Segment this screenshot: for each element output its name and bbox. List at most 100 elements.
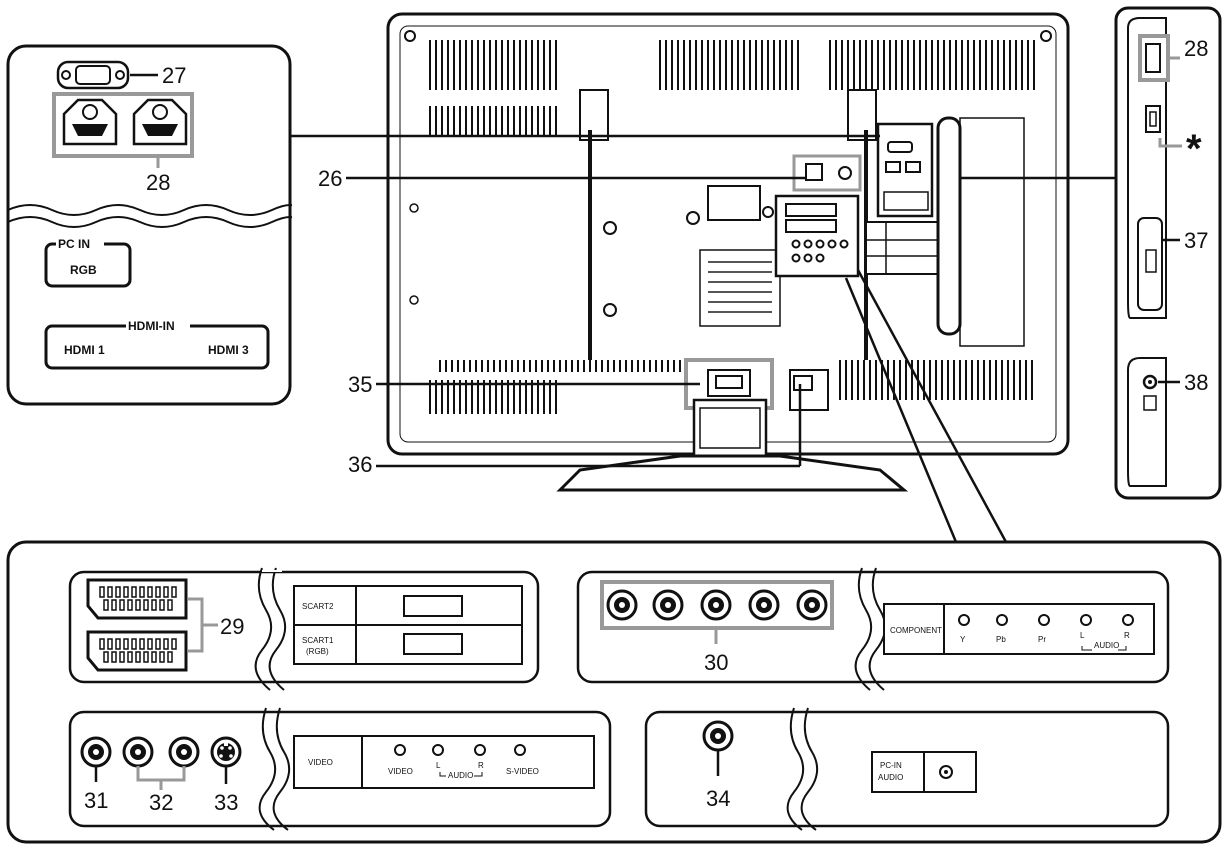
s-video-jack xyxy=(210,736,242,768)
callout-31: 31 xyxy=(84,788,108,813)
scart-pin xyxy=(107,638,113,650)
scart-pin xyxy=(159,651,165,663)
side-usb-port xyxy=(1145,105,1161,133)
hdmi1-label: HDMI 1 xyxy=(64,343,105,357)
av-label-box xyxy=(293,735,595,789)
callout-37: 37 xyxy=(1184,228,1208,253)
scart-port-2 xyxy=(86,578,188,620)
stand-bracket xyxy=(847,89,877,141)
scart-pin xyxy=(135,599,141,611)
side-panel-slot xyxy=(936,116,962,336)
callout-27: 27 xyxy=(162,63,186,88)
antenna-port xyxy=(805,163,823,181)
s-video-label: S-VIDEO xyxy=(506,767,539,776)
ci-slot xyxy=(1137,217,1163,311)
video-jack xyxy=(80,736,112,768)
rca-jack-mini xyxy=(803,253,813,263)
av-l-label: L xyxy=(436,761,441,770)
rca-jack-mini xyxy=(791,239,801,249)
component-mini-jacks xyxy=(958,614,1134,626)
component-mini-jack xyxy=(958,614,970,626)
ventilation-slots xyxy=(429,40,1035,414)
vga-port-inner xyxy=(75,65,111,85)
hdmi-port-mini xyxy=(885,161,901,173)
antenna-terminal-icon xyxy=(838,166,852,180)
audio-l-jack xyxy=(122,736,154,768)
stand-neck xyxy=(692,398,768,458)
corner-screw xyxy=(409,203,419,213)
scart-pin xyxy=(151,651,157,663)
callout-32: 32 xyxy=(149,790,173,815)
headphone-icon xyxy=(1143,395,1157,411)
headphone-jack-inner xyxy=(1148,380,1152,384)
cable-holder xyxy=(707,369,751,397)
scart-pin xyxy=(167,651,173,663)
scart-pin xyxy=(111,599,117,611)
vga-port-mini xyxy=(887,141,913,153)
scart-pin xyxy=(111,651,117,663)
hdmi3-label: HDMI 3 xyxy=(208,343,249,357)
scart-pin xyxy=(163,586,169,598)
scart-pin xyxy=(119,599,125,611)
hdmi-port-mini xyxy=(905,161,921,173)
video-title-label: VIDEO xyxy=(308,758,333,767)
av-detail-panel: 31 32 33 VIDEO VIDEO L R AUDIO S-VIDEO xyxy=(68,707,612,831)
scart-pin xyxy=(155,638,161,650)
pc-audio-detail-panel: 34 PC-IN AUDIO xyxy=(644,707,1170,831)
component-label-box xyxy=(883,603,1155,655)
wall-mount-hole xyxy=(686,211,700,225)
scart-pin xyxy=(143,651,149,663)
callout-36: 36 xyxy=(348,452,372,477)
scart-pin xyxy=(155,586,161,598)
audio-r-jack xyxy=(168,736,200,768)
component-jack-center xyxy=(761,602,767,608)
scart-pin xyxy=(127,599,133,611)
vga-screw xyxy=(61,70,71,80)
scart-pin xyxy=(103,599,109,611)
side-panel-profile-lower xyxy=(1127,357,1167,487)
rca-jack-mini xyxy=(839,239,849,249)
callout-33: 33 xyxy=(214,790,238,815)
hdmi-in-label: HDMI-IN xyxy=(128,319,175,333)
antenna-terminal-plate xyxy=(792,154,862,192)
callout-30: 30 xyxy=(704,650,728,675)
component-pr-label: Pr xyxy=(1038,635,1046,644)
av-audio-label: AUDIO xyxy=(448,771,473,780)
component-jack-center xyxy=(713,602,719,608)
scart-pin xyxy=(159,599,165,611)
wall-mount-hole xyxy=(762,206,774,218)
scart-pin xyxy=(167,599,173,611)
component-l-label: L xyxy=(1080,631,1085,640)
side-cover xyxy=(959,117,1025,347)
pc-hdmi-detail-panel: 27 28 PC IN RGB HDMI-IN HDMI 1 HDMI 3 xyxy=(6,44,306,406)
scart1-mini xyxy=(403,633,463,655)
rca-jack-mini xyxy=(791,253,801,263)
side-hdmi-frame xyxy=(1138,34,1170,82)
terminal-label-block xyxy=(865,221,939,275)
callout-29: 29 xyxy=(220,614,244,639)
scart-pin xyxy=(139,638,145,650)
pc-in-audio-label-1: PC-IN xyxy=(880,761,902,770)
scart-pin xyxy=(123,586,129,598)
corner-screw xyxy=(404,30,416,42)
scart-pin xyxy=(171,638,177,650)
scart-pin xyxy=(163,638,169,650)
av-r-label: R xyxy=(478,761,484,770)
scart2-mini xyxy=(403,595,463,617)
rca-jack-mini xyxy=(827,239,837,249)
hdmi-port-3 xyxy=(132,98,188,146)
component-label: COMPONENT xyxy=(890,626,942,635)
component-jack-center xyxy=(665,602,671,608)
pc-in-label: PC IN xyxy=(58,237,90,251)
scart-detail-panel: 29 SCART2 SCART1 (RGB) xyxy=(68,567,540,691)
scart-pin xyxy=(107,586,113,598)
rgb-label: RGB xyxy=(70,263,97,277)
scart2-label: SCART2 xyxy=(302,602,334,611)
callout-38: 38 xyxy=(1184,370,1208,395)
corner-screw xyxy=(409,295,419,305)
scart-pin xyxy=(99,638,105,650)
rear-terminal-block xyxy=(774,194,860,278)
scart-port-mini xyxy=(785,203,837,217)
scart-pin xyxy=(115,586,121,598)
